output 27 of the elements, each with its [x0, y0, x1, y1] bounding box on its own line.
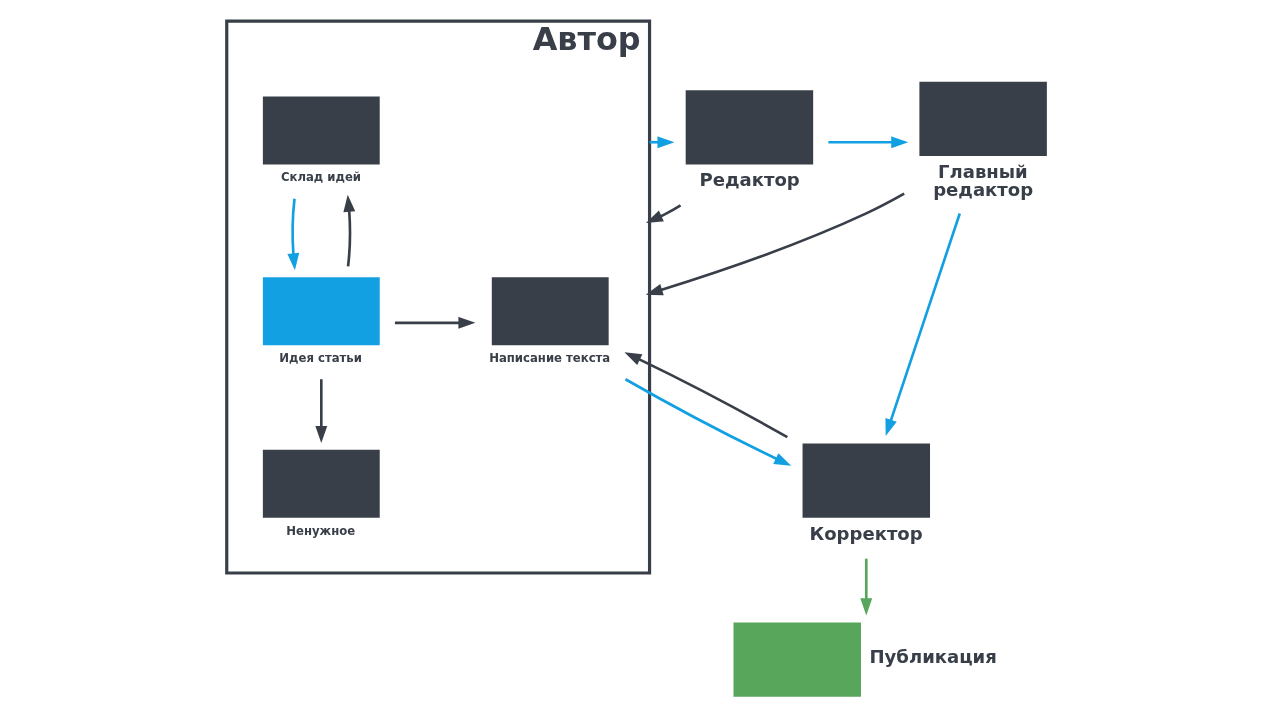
arrow: [828, 136, 909, 149]
node-box: [802, 443, 930, 518]
arrow: [394, 316, 476, 329]
arrow: [315, 379, 328, 444]
node-label: Редактор: [699, 169, 800, 191]
node-box: [733, 622, 861, 697]
arrow: [645, 192, 905, 296]
node-label: Идея статьи: [279, 350, 362, 365]
arrow: [624, 378, 792, 466]
node-box: [685, 90, 814, 165]
node-box: [262, 96, 380, 165]
arrow: [287, 198, 300, 271]
node-label: Написание текста: [489, 350, 611, 365]
node-label: Склад идей: [280, 170, 362, 185]
node-label: Публикация: [869, 645, 997, 667]
arrow: [343, 194, 356, 267]
arrow: [860, 558, 873, 616]
node-box: [491, 277, 609, 346]
arrow: [624, 352, 789, 439]
node-box: [262, 277, 380, 346]
node-label: Ненужное: [286, 523, 356, 538]
node-box: [919, 81, 1047, 157]
node-label: Корректор: [809, 522, 923, 544]
node-box: [262, 449, 380, 518]
arrow: [885, 213, 962, 437]
arrow: [645, 204, 682, 223]
node-label: Главный редактор: [933, 160, 1034, 200]
